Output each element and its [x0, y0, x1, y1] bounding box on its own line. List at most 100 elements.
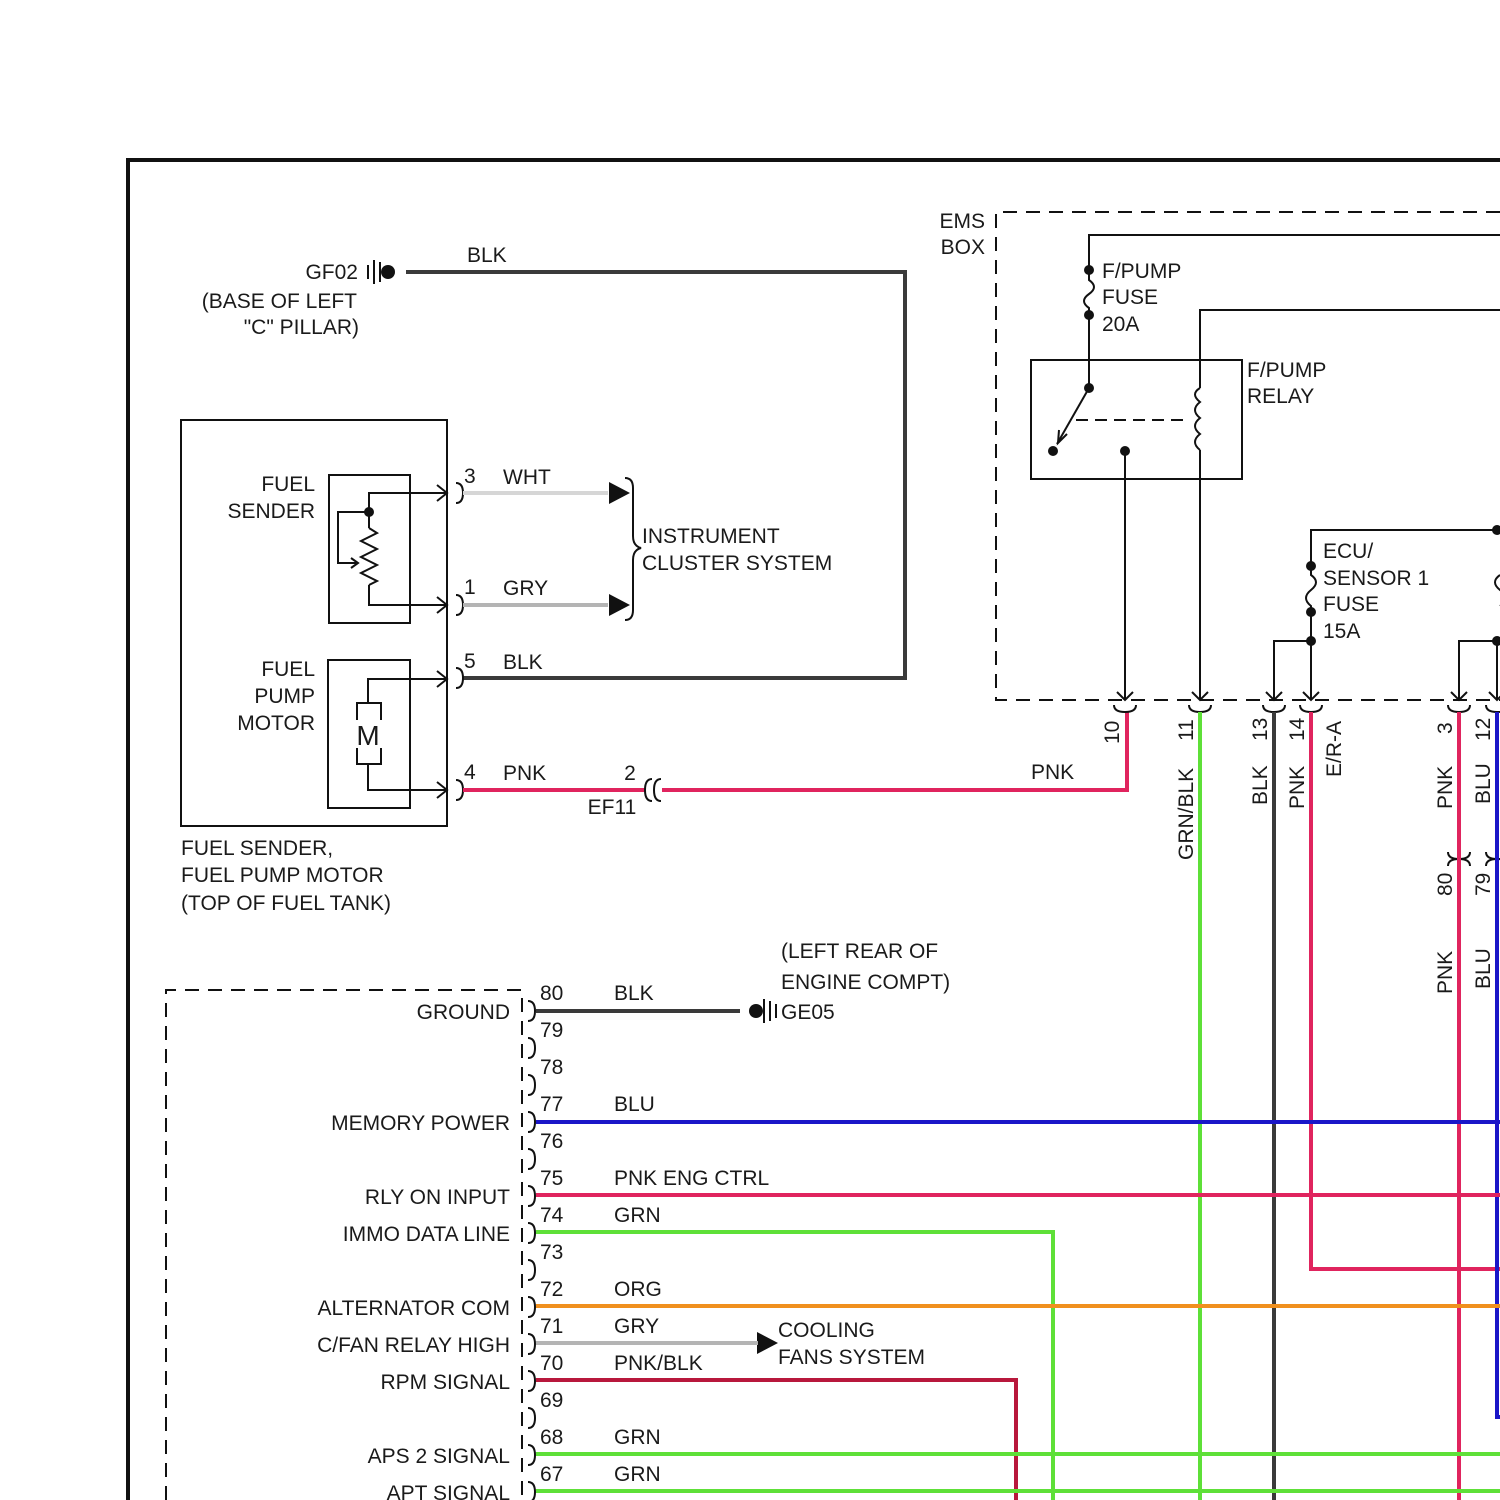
ecm-pin-number: 79 — [540, 1019, 563, 1042]
ecm-pin-bracket — [528, 1038, 535, 1058]
fuel-unit-caption-3: (TOP OF FUEL TANK) — [181, 892, 391, 915]
ecm-pin-number: 73 — [540, 1241, 563, 1264]
wire-pnk-blk-70 — [536, 1380, 1016, 1500]
ecu-fuse-splice-dot — [1306, 636, 1316, 646]
wire-label-pnk-ems10: PNK — [1031, 761, 1074, 784]
ecm-pin-bracket — [528, 1334, 535, 1354]
gf02-id: GF02 — [305, 261, 358, 284]
motor-symbol: M — [356, 720, 379, 751]
ground-symbol-ge05 — [764, 999, 776, 1023]
ecm-pin-number: 80 — [540, 982, 563, 1005]
fuel-sender-label-2: SENDER — [227, 500, 315, 523]
wire-label-blk-pump: BLK — [503, 651, 543, 674]
ground-symbol-gf02 — [368, 260, 380, 284]
ems-wire-pnk-3: PNK — [1434, 766, 1457, 809]
ground-gf02: GF02 (BASE OF LEFT "C" PILLAR) BLK — [202, 244, 507, 339]
ecm-pin-bracket — [528, 1186, 535, 1206]
fuel-sender-variable-resistor — [338, 485, 447, 613]
ecm-pin-bracket — [528, 1001, 535, 1021]
inline-wire-pnk: PNK — [1434, 951, 1457, 994]
fpump-fuse-dot-bottom — [1084, 310, 1094, 320]
ge05-splice-dot — [749, 1004, 763, 1018]
ecu-fuse-dot-top — [1306, 561, 1316, 571]
ecm-wire-label: PNK/BLK — [614, 1352, 703, 1375]
inline-pin-80: 80 — [1434, 873, 1457, 896]
ecm-pin-bracket — [528, 1112, 535, 1132]
fuel-unit-caption-2: FUEL PUMP MOTOR — [181, 864, 384, 887]
ecu-fuse-label-3: FUSE — [1323, 593, 1379, 616]
right-fuse-splice-dot — [1492, 636, 1500, 646]
cooling-fans-label-2: FANS SYSTEM — [778, 1346, 925, 1369]
ecm-pin-number: 69 — [540, 1389, 563, 1412]
ecm-pin-function: RLY ON INPUT — [365, 1186, 510, 1209]
ems-box-label-2: BOX — [941, 236, 985, 259]
fuel-unit-connector — [456, 483, 463, 800]
ecu-fuse-label-2: SENSOR 1 — [1323, 567, 1429, 590]
ems-pin-3: 3 — [1434, 722, 1457, 734]
relay-common-dot — [1084, 383, 1094, 393]
fuel-sender-wiper-dot — [364, 507, 374, 517]
ecm-pin-number: 78 — [540, 1056, 563, 1079]
ecm-pin-number: 70 — [540, 1352, 563, 1375]
ecm-wire-label: BLK — [614, 982, 654, 1005]
fuel-pin-4: 4 — [464, 761, 476, 784]
gf02-splice-dot — [381, 265, 395, 279]
connector-ef11 — [645, 779, 661, 801]
fpump-relay-label-2: RELAY — [1247, 385, 1314, 408]
fuel-pin-3: 3 — [464, 465, 476, 488]
ecm-pin-number: 74 — [540, 1204, 564, 1227]
ecu-fuse-circuit — [1266, 530, 1500, 700]
ecm-pin-bracket — [528, 1445, 535, 1465]
ecm-wire-label: PNK ENG CTRL — [614, 1167, 769, 1190]
ge05-location-1: (LEFT REAR OF — [781, 940, 938, 963]
fuel-unit-caption-1: FUEL SENDER, — [181, 837, 333, 860]
ecm-pin-number: 68 — [540, 1426, 563, 1449]
ems-pin-14: 14 — [1286, 717, 1309, 741]
fuel-pump-label-1: FUEL — [261, 658, 315, 681]
ecu-fuse-label-1: ECU/ — [1323, 540, 1373, 563]
arrow-gry-to-cluster — [609, 594, 630, 616]
ecm-pin-number: 67 — [540, 1463, 563, 1486]
wire-label-gry: GRY — [503, 577, 548, 600]
ecm-pin-number: 76 — [540, 1130, 563, 1153]
ecm-pin-function: RPM SIGNAL — [380, 1371, 510, 1394]
relay-nc-dot — [1048, 446, 1058, 456]
fpump-fuse-label-3: 20A — [1102, 313, 1139, 336]
right-fuse-dot-top — [1492, 525, 1500, 535]
ems-wire-grn-blk: GRN/BLK — [1175, 768, 1198, 860]
ecm-pin-function: APT SIGNAL — [387, 1482, 510, 1500]
ecm-pin-bracket — [528, 1260, 535, 1280]
fuel-pump-label-3: MOTOR — [237, 712, 315, 735]
relay-no-dot — [1120, 446, 1130, 456]
ecm-pin-number: 71 — [540, 1315, 563, 1338]
fpump-fuse-label-2: FUSE — [1102, 286, 1158, 309]
ecm-wire-label: GRN — [614, 1426, 661, 1449]
instrument-cluster-label-1: INSTRUMENT — [642, 525, 780, 548]
wire-blk-gf02 — [406, 272, 905, 678]
fpump-fuse-label-1: F/PUMP — [1102, 260, 1181, 283]
ecm-wire-label: BLU — [614, 1093, 655, 1116]
ef11-pin: 2 — [624, 762, 636, 785]
fpump-relay-label-1: F/PUMP — [1247, 359, 1326, 382]
ecu-fuse-dot-bottom — [1306, 607, 1316, 617]
ecm-pin-bracket — [528, 1297, 535, 1317]
ecm-wire-label: GRY — [614, 1315, 659, 1338]
gf02-location-2: "C" PILLAR) — [244, 316, 359, 339]
ecm-pin-function: IMMO DATA LINE — [343, 1223, 510, 1246]
fuel-pump-label-2: PUMP — [254, 685, 315, 708]
ems-pin-12: 12 — [1472, 718, 1495, 741]
ems-pin-10: 10 — [1101, 721, 1124, 744]
cooling-fans-label-1: COOLING — [778, 1319, 875, 1342]
ge05-id: GE05 — [781, 1001, 835, 1024]
ecm-pin-bracket — [528, 1149, 535, 1169]
ems-wire-er-a: E/R-A — [1323, 721, 1346, 777]
ecm-pin-bracket — [528, 1223, 535, 1243]
ef11-id: EF11 — [588, 796, 637, 819]
instrument-cluster-label-2: CLUSTER SYSTEM — [642, 552, 832, 575]
ecm-wire-label: ORG — [614, 1278, 662, 1301]
ecu-fuse-label-4: 15A — [1323, 620, 1360, 643]
fuel-pin-5: 5 — [464, 650, 476, 673]
ecm-pin-function: C/FAN RELAY HIGH — [317, 1334, 510, 1357]
